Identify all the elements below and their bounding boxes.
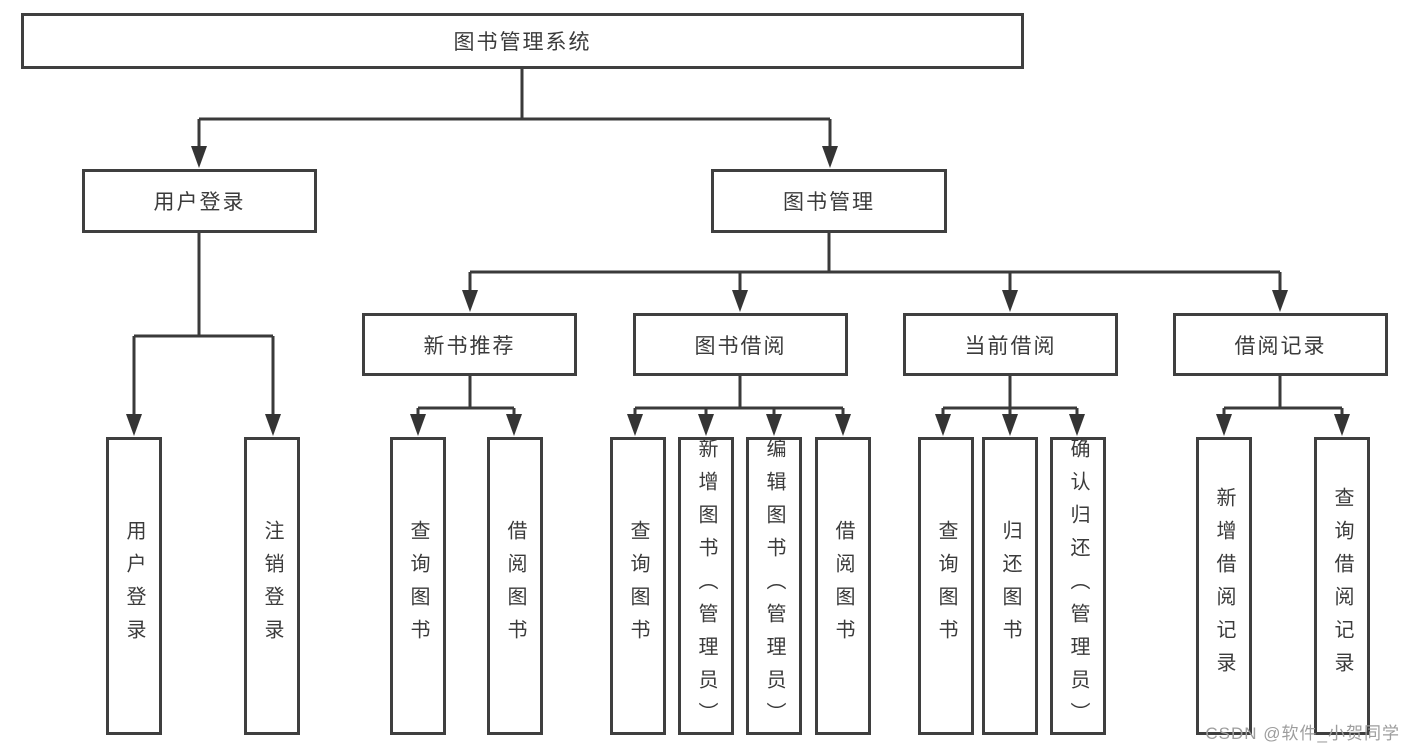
node-book-borrow: 图书借阅 bbox=[633, 313, 848, 376]
leaf-query-books-current-label: 查询图书 bbox=[935, 520, 957, 652]
leaf-query-books-recommend-label: 查询图书 bbox=[407, 520, 429, 652]
leaf-return-books: 归还图书 bbox=[982, 437, 1038, 735]
leaf-borrow-books: 借阅图书 bbox=[815, 437, 871, 735]
node-user-login-label: 用户登录 bbox=[153, 191, 246, 214]
leaf-add-borrow-record: 新增借阅记录 bbox=[1196, 437, 1252, 735]
node-user-login: 用户登录 bbox=[82, 169, 317, 233]
leaf-query-books-borrow-label: 查询图书 bbox=[627, 520, 649, 652]
leaf-add-books-admin-label: 新增图书（管理员） bbox=[695, 437, 717, 735]
leaf-query-books-recommend: 查询图书 bbox=[390, 437, 446, 735]
leaf-query-books-borrow: 查询图书 bbox=[610, 437, 666, 735]
node-current-borrow-label: 当前借阅 bbox=[964, 334, 1057, 358]
leaf-borrow-books-recommend: 借阅图书 bbox=[487, 437, 543, 735]
leaf-user-login: 用户登录 bbox=[106, 437, 162, 735]
csdn-watermark: CSDN @软件_小贺同学 bbox=[1205, 724, 1400, 743]
node-root-system: 图书管理系统 bbox=[21, 13, 1024, 69]
leaf-user-login-label: 用户登录 bbox=[123, 520, 145, 652]
leaf-query-borrow-record: 查询借阅记录 bbox=[1314, 437, 1370, 735]
leaf-logout: 注销登录 bbox=[244, 437, 300, 735]
leaf-add-books-admin: 新增图书（管理员） bbox=[678, 437, 734, 735]
leaf-borrow-books-label: 借阅图书 bbox=[832, 520, 854, 652]
arrowheads bbox=[126, 146, 1350, 436]
node-new-book-recommend-label: 新书推荐 bbox=[423, 334, 516, 358]
node-book-management-label: 图书管理 bbox=[783, 191, 875, 214]
leaf-add-borrow-record-label: 新增借阅记录 bbox=[1213, 487, 1235, 685]
leaf-borrow-books-recommend-label: 借阅图书 bbox=[504, 520, 526, 652]
node-book-borrow-label: 图书借阅 bbox=[694, 334, 787, 358]
node-current-borrow: 当前借阅 bbox=[903, 313, 1118, 376]
node-root-label: 图书管理系统 bbox=[453, 31, 592, 54]
node-borrow-records-label: 借阅记录 bbox=[1234, 334, 1327, 358]
leaf-confirm-return-admin: 确认归还（管理员） bbox=[1050, 437, 1106, 735]
leaf-query-borrow-record-label: 查询借阅记录 bbox=[1331, 487, 1353, 685]
node-book-management: 图书管理 bbox=[711, 169, 947, 233]
leaf-edit-books-admin: 编辑图书（管理员） bbox=[746, 437, 802, 735]
node-borrow-records: 借阅记录 bbox=[1173, 313, 1388, 376]
node-new-book-recommend: 新书推荐 bbox=[362, 313, 577, 376]
leaf-query-books-current: 查询图书 bbox=[918, 437, 974, 735]
leaf-logout-label: 注销登录 bbox=[261, 520, 283, 652]
leaf-edit-books-admin-label: 编辑图书（管理员） bbox=[763, 437, 785, 735]
leaf-return-books-label: 归还图书 bbox=[999, 520, 1021, 652]
leaf-confirm-return-admin-label: 确认归还（管理员） bbox=[1067, 437, 1089, 735]
